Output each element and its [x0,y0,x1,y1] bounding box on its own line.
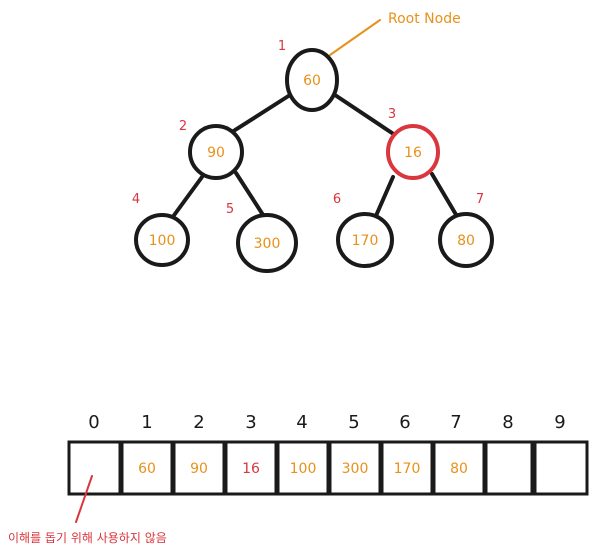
array-value: 170 [394,461,421,477]
array-cell-0 [67,440,122,496]
node-circle [236,213,298,273]
node-value: 90 [207,145,225,161]
node-value: 300 [254,236,281,252]
array-index: 4 [296,412,307,433]
edge-2-5 [234,171,267,220]
edge-1-3 [333,93,397,137]
node-index: 7 [476,192,484,207]
tree-node-5: 300 5 [226,202,298,273]
tree-node-1: 60 1 [278,39,339,112]
array-cell-7 [432,440,486,496]
node-index: 3 [388,107,396,122]
array-index: 8 [502,412,513,433]
node-index: 2 [179,119,187,134]
node-circle [336,212,394,268]
tree-node-6: 170 6 [333,192,394,268]
array-index: 5 [348,412,359,433]
node-value: 60 [303,73,321,89]
tree-edges [170,93,460,220]
tree-node-2: 90 2 [179,119,244,180]
node-value: 170 [352,233,379,249]
array-value: 80 [450,461,468,477]
array-cell-6 [380,440,434,496]
tree-node-4: 100 4 [132,192,190,267]
array-index: 9 [554,412,565,433]
array-values: 60 90 16 100 300 170 80 [138,461,468,477]
node-circle [188,124,244,180]
array-value: 300 [342,461,369,477]
node-value: 80 [457,233,475,249]
array-cell-1 [120,440,174,496]
edge-1-2 [230,93,292,134]
array-index: 3 [245,412,256,433]
node-circle [285,48,339,112]
array-value: 90 [190,461,208,477]
array-cell-8 [484,440,534,496]
array-indices: 0 1 2 3 4 5 6 7 8 9 [88,412,565,433]
node-value: 16 [404,145,422,161]
unused-pointer-line [75,475,93,523]
root-node-annotation: Root Node [388,11,461,27]
array-index: 6 [399,412,410,433]
edge-3-6 [373,175,395,220]
unused-note: 이해를 돕기 위해 사용하지 않음 [8,531,167,545]
node-value: 100 [149,233,176,249]
tree-nodes: 60 1 90 2 16 3 100 4 300 5 170 [132,39,494,273]
array-cells [67,440,589,496]
array-index: 2 [193,412,204,433]
array-index: 1 [141,412,152,433]
node-circle [438,212,494,268]
array-cell-3 [224,440,278,496]
array-cell-2 [172,440,226,496]
array-cell-9 [533,440,589,496]
root-pointer-line [329,19,381,56]
node-circle-highlighted [386,124,440,180]
array-value: 100 [290,461,317,477]
array-index: 7 [450,412,461,433]
node-index: 1 [278,39,286,54]
array-cell-5 [328,440,382,496]
array-value-highlighted: 16 [242,461,260,477]
node-circle [134,213,190,267]
edge-3-7 [430,172,460,220]
node-index: 5 [226,202,234,217]
tree-node-3: 16 3 [386,107,440,180]
array-index: 0 [88,412,99,433]
edge-2-4 [170,175,204,220]
array-cell-4 [276,440,330,496]
tree-node-7: 80 7 [438,192,494,268]
array-value: 60 [138,461,156,477]
node-index: 4 [132,192,140,207]
node-index: 6 [333,192,341,207]
